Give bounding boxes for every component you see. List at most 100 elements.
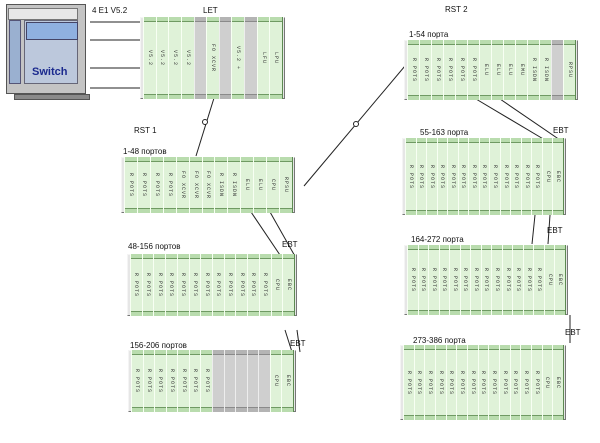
card-r-isdn: R ISDN [214,157,229,213]
card-label: ELU [257,178,264,192]
card-label: R POTS [145,368,152,394]
card-label: ELU [482,63,489,77]
rst1-title: RST 1 [134,126,157,135]
card-label: R POTS [491,370,498,395]
card-label: FO XCVR [205,170,212,200]
switch-base [14,94,90,100]
card-label: R POTS [472,267,479,293]
card-fo-xcvr: FO XCVR [175,157,190,213]
rst2-ebt-link-1b [499,98,561,141]
card-elu: ELU [479,40,492,100]
card-label: R POTS [420,267,427,293]
card-label: R POTS [203,272,210,298]
card-r-pots: R POTS [154,350,167,412]
card-label: R POTS [441,267,448,293]
card-label: R POTS [203,368,210,394]
card-label: R POTS [449,164,456,189]
rst1-ebt-link-1b [269,211,297,259]
fiber-node-1 [202,119,208,125]
card-label: R POTS [250,272,257,298]
card-rpsu: RPSU [279,157,293,213]
card-label: R POTS [238,272,245,298]
card-label: R POTS [434,57,441,83]
card-label: R POTS [458,57,465,83]
card-r-isdn: R ISDN [227,157,242,213]
card-label: FO XCVR [179,170,186,200]
card-label: V5.2 [184,49,191,67]
card-label: R POTS [215,272,222,298]
card-label: R POTS [157,368,164,394]
card-label: R POTS [470,164,477,189]
switch-plate [26,22,78,40]
rst2-shelf2-caption: 55-163 порта [420,128,469,137]
card-label: ELU [244,178,251,192]
card-label: R POTS [168,368,175,394]
empty-slot [218,17,233,99]
card-label: R POTS [145,272,152,298]
card-r-pots: R POTS [407,40,420,100]
card-label: ELU [506,63,513,77]
switch-model-label: 4 E1 V5.2 [92,6,128,15]
card-label: R POTS [156,272,163,298]
card-r-pots: R POTS [124,157,138,213]
rst2-ebt-label-2: EBT [547,226,563,235]
card-label: CPU [546,273,553,287]
card-label: EMU [518,63,525,77]
card-cpu: CPU [266,157,281,213]
card-r-pots: R POTS [136,157,151,213]
card-label: EBC [284,374,291,388]
card-label: RPSU [566,61,573,79]
card-label: R POTS [140,172,147,198]
let-title: LET [203,6,218,15]
empty-slot [193,17,208,99]
card-label: EBC [557,273,564,287]
card-fo-xcvr: FO XCVR [201,157,216,213]
card-label: R POTS [504,267,511,293]
rst2-ebt-link-2 [531,214,536,245]
card-label: R POTS [180,272,187,298]
card-label: R POTS [459,370,466,395]
card-label: R POTS [480,370,487,395]
card-lpu: LPU [269,17,283,99]
card-r-pots: R POTS [455,40,468,100]
rst2-shelf3-caption: 164-272 порта [411,235,464,244]
card-label: R POTS [416,370,423,395]
card-v5-2: V5.2 [180,17,195,99]
card-label: LPU [273,51,280,65]
card-label: R POTS [191,272,198,298]
card-label: R POTS [446,57,453,83]
card-label: R ISDN [218,172,225,198]
card-label: R POTS [428,164,435,189]
card-label: R POTS [502,164,509,189]
rst1-shelf3-caption: 156-206 портов [130,341,187,350]
card-v5-2: V5.2 + [231,17,246,99]
card-label: R POTS [166,172,173,198]
card-label: V5.2 [172,49,179,67]
card-label: R POTS [523,370,530,395]
card-label: CPU [544,376,551,389]
card-lfu: LFU [256,17,271,99]
card-label: R POTS [439,164,446,189]
rst2-ebt-label-3: EBT [565,328,581,337]
card-label: R POTS [470,57,477,83]
rst2-ebt-link-2b [547,214,551,245]
card-label: R POTS [448,370,455,395]
card-label: R POTS [262,272,269,298]
card-label: R POTS [422,57,429,83]
card-label: R POTS [410,57,417,83]
card-label: R POTS [533,370,540,395]
card-label: R POTS [492,164,499,189]
card-label: R POTS [481,164,488,189]
card-label: R POTS [536,267,543,293]
card-label: CPU [273,278,280,292]
rst1-ebt-label-2: EBT [290,339,306,348]
card-label: R POTS [180,368,187,394]
card-label: V5.2 [146,49,153,67]
switch-top-panel [8,8,78,20]
card-label: R POTS [494,267,501,293]
card-ebc: EBC [282,254,295,316]
card-label: V5.2 [159,49,166,67]
